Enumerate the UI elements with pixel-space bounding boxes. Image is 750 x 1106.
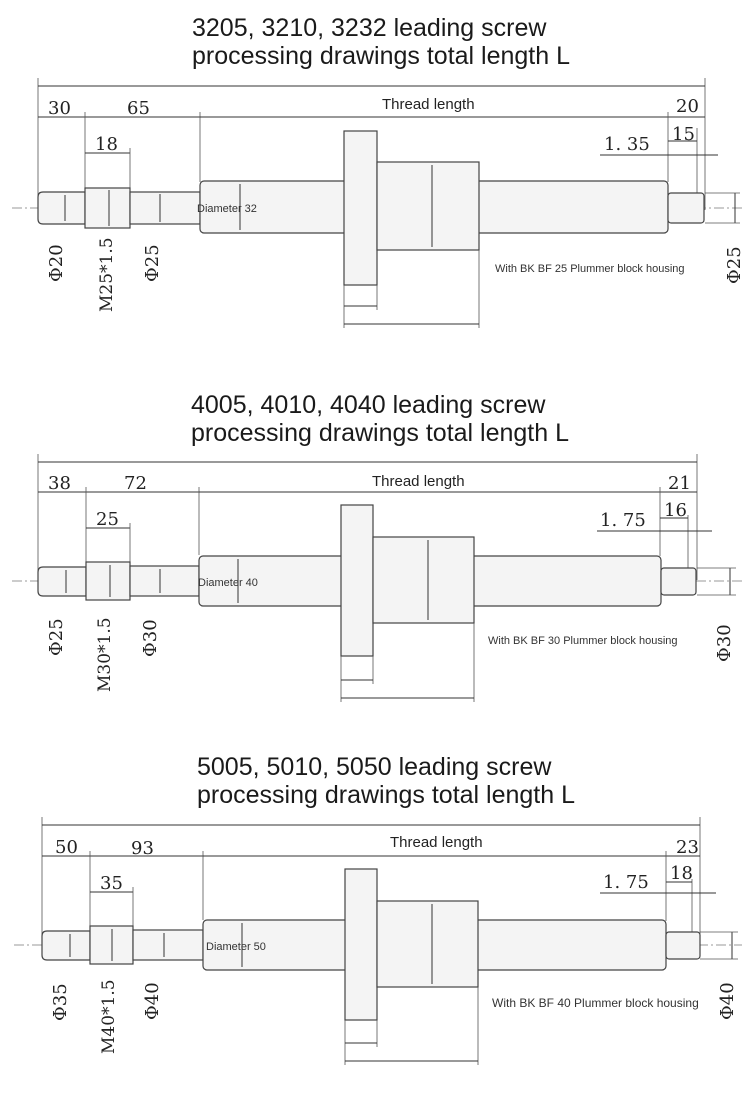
dim-label: 18: [95, 134, 118, 155]
diameter-label: Φ20: [46, 244, 67, 282]
diameter-label: Φ40: [142, 982, 163, 1020]
dim-label: 21: [668, 473, 691, 494]
bearing-journal: [41, 930, 91, 961]
dim-label: 1. 35: [604, 134, 650, 155]
title-line-1: 5005, 5010, 5050 leading screw: [197, 753, 552, 781]
thread-spec-label: M25*1.5: [97, 237, 117, 312]
journal-section: [129, 191, 201, 225]
thread-spec-label: M40*1.5: [99, 979, 119, 1054]
dim-label: 93: [131, 838, 154, 859]
diameter-label: Φ30: [140, 619, 161, 657]
lead-screw-drawing: Thread length 50 93 35 23 18 1. 75: [14, 817, 742, 1065]
dim-label: 1. 75: [600, 510, 646, 531]
nut-body: [376, 161, 480, 251]
nut-flange: [343, 130, 378, 286]
panel-title: 5005, 5010, 5050 leading screw processin…: [197, 753, 575, 809]
nut-body: [376, 900, 479, 988]
diameter-label: Φ35: [50, 983, 71, 1021]
title-line-1: 3205, 3210, 3232 leading screw: [192, 14, 547, 42]
journal-section: [129, 565, 200, 597]
lead-screw-drawing: Thread length 30 65 18 20 15 1. 35: [12, 78, 745, 328]
thread-section: [85, 561, 131, 601]
dim-label: 18: [670, 863, 693, 884]
thread-section: [84, 187, 131, 229]
housing-note: With BK BF 25 Plummer block housing: [495, 263, 685, 275]
drawing-panel-4005: 4005, 4010, 4040 leading screw processin…: [0, 370, 750, 738]
housing-note: With BK BF 40 Plummer block housing: [492, 996, 699, 1010]
dim-label: 65: [127, 98, 150, 119]
nut-body: [372, 536, 475, 624]
dim-label: 15: [672, 124, 695, 145]
diameter-label: Φ30: [714, 624, 735, 662]
title-line-1: 4005, 4010, 4040 leading screw: [191, 391, 546, 419]
title-line-2: processing drawings total length L: [197, 781, 576, 809]
bearing-journal: [37, 566, 87, 597]
dim-label: 30: [48, 98, 71, 119]
dim-label: 72: [124, 473, 147, 494]
thread-length-label: Thread length: [382, 96, 475, 113]
dim-label: 16: [664, 500, 687, 521]
title-line-2: processing drawings total length L: [191, 419, 570, 447]
dim-label: 25: [96, 509, 119, 530]
dim-label: 23: [676, 837, 699, 858]
diameter-label: Diameter 40: [198, 577, 258, 589]
diameter-label: Diameter 50: [206, 941, 266, 953]
diameter-label: Diameter 32: [197, 203, 257, 215]
lead-screw-drawing: Thread length 38 72 25 21 16 1. 75: [12, 454, 742, 702]
journal-section: [132, 929, 204, 961]
title-line-2: processing drawings total length L: [192, 42, 571, 70]
end-journal: [665, 931, 701, 960]
bearing-journal: [37, 191, 86, 225]
end-journal: [660, 567, 697, 596]
panel-title: 3205, 3210, 3232 leading screw processin…: [192, 14, 570, 70]
dim-label: 1. 75: [603, 872, 649, 893]
drawing-panel-3205: 3205, 3210, 3232 leading screw processin…: [0, 0, 750, 368]
diameter-label: Φ25: [724, 246, 745, 284]
dim-label: 50: [55, 837, 78, 858]
nut-flange: [344, 868, 378, 1021]
diameter-label: Φ25: [142, 244, 163, 282]
thread-spec-label: M30*1.5: [95, 617, 115, 692]
thread-length-label: Thread length: [390, 834, 483, 851]
diameter-label: Φ40: [717, 982, 738, 1020]
housing-note: With BK BF 30 Plummer block housing: [488, 635, 678, 647]
dim-label: 20: [676, 96, 699, 117]
thread-length-label: Thread length: [372, 473, 465, 490]
panel-title: 4005, 4010, 4040 leading screw processin…: [191, 391, 569, 447]
end-journal: [667, 192, 705, 224]
drawing-panel-5005: 5005, 5010, 5050 leading screw processin…: [0, 735, 750, 1103]
diameter-label: Φ25: [46, 618, 67, 656]
nut-flange: [340, 504, 374, 657]
dim-label: 35: [100, 873, 123, 894]
dim-label: 38: [48, 473, 71, 494]
